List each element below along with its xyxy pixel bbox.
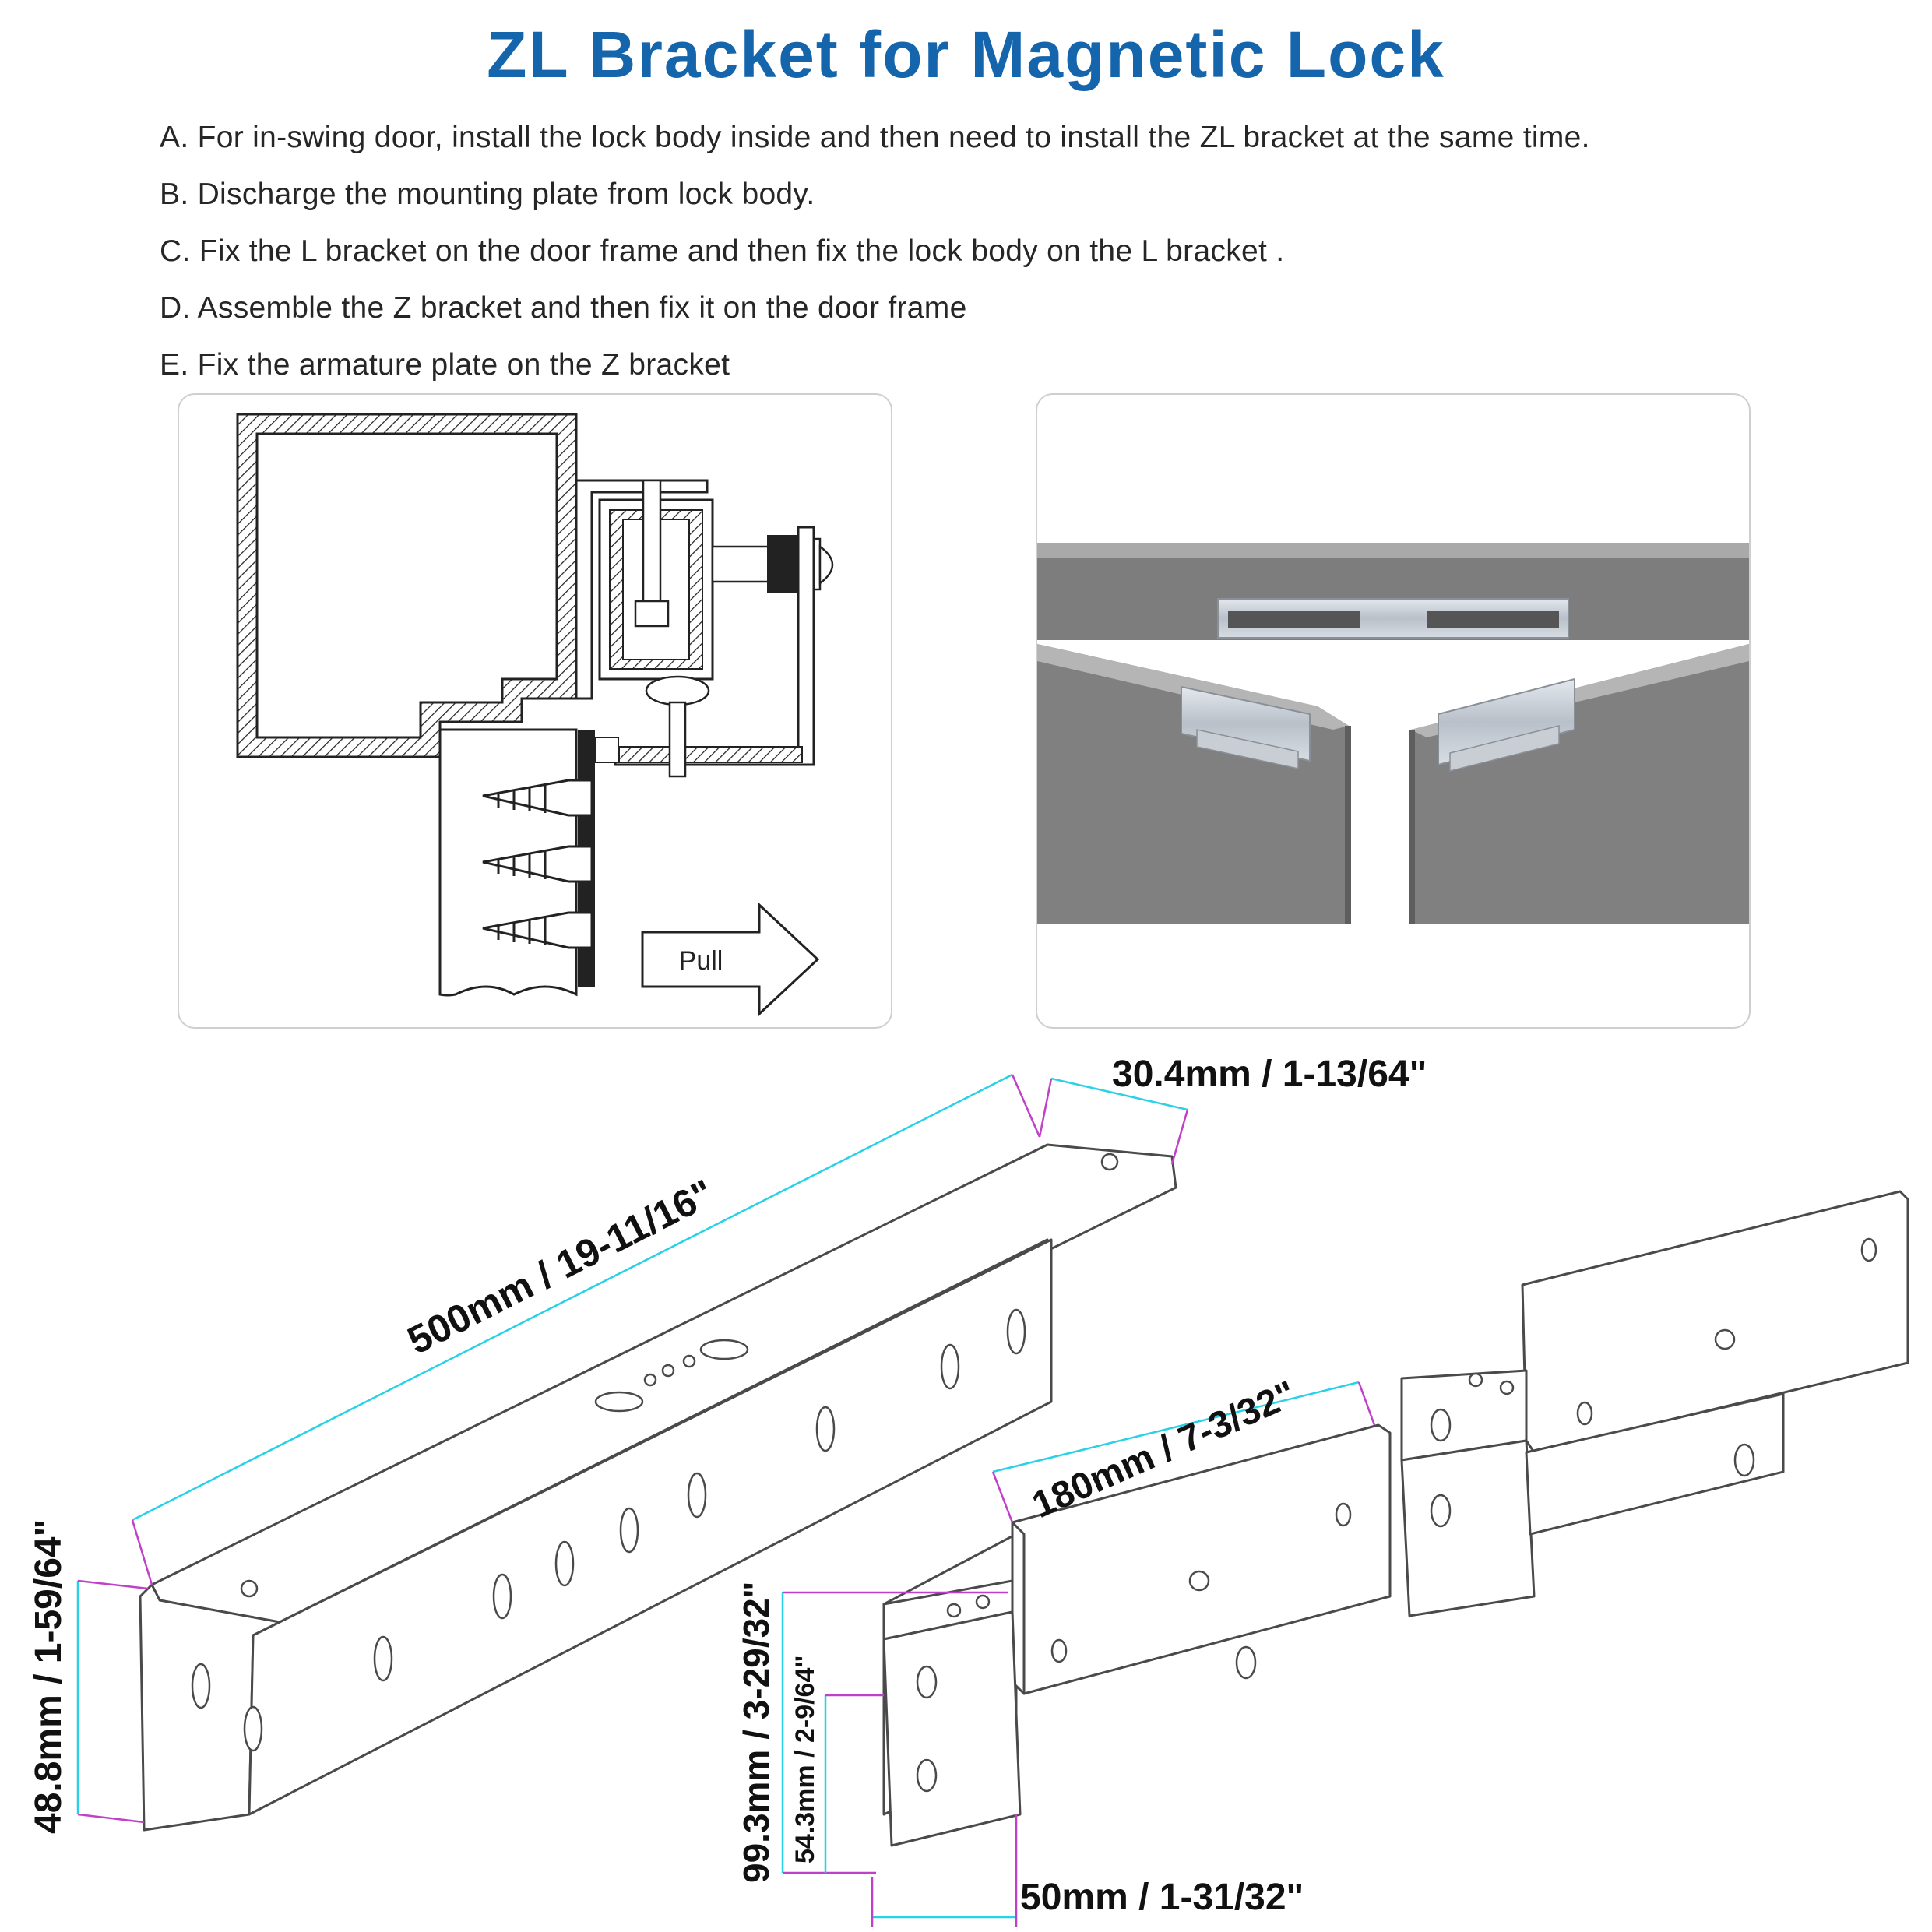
instruction-step-a: A. For in-swing door, install the lock b… xyxy=(160,121,1590,154)
installed-lock-illustration xyxy=(1037,543,1749,924)
mounting-bolt xyxy=(711,545,772,583)
rubber-washer xyxy=(767,535,798,593)
magnet-coil-left xyxy=(1228,611,1360,628)
l-bracket-section xyxy=(575,479,709,700)
cross-section-diagram: Pull xyxy=(236,413,834,1017)
lock-bolt-head xyxy=(634,600,670,628)
right-door-edge xyxy=(1409,730,1415,924)
z-bracket-inner-height-label: 54.3mm / 2-9/64" xyxy=(790,1655,820,1863)
pull-arrow-icon xyxy=(641,902,820,1017)
left-z-bracket xyxy=(1181,685,1311,762)
instruction-step-b: B. Discharge the mounting plate from loc… xyxy=(160,178,815,211)
left-door-edge xyxy=(1345,726,1351,924)
z-bracket-height-label: 99.3mm / 3-29/32" xyxy=(736,1582,776,1884)
lock-bolt xyxy=(642,479,662,614)
installation-photo-panel xyxy=(1036,393,1751,1029)
l-bracket-depth-label: 30.4mm / 1-13/64" xyxy=(1112,1054,1427,1095)
installation-diagram-panel: Pull xyxy=(178,393,892,1029)
right-armature-plate xyxy=(1449,725,1560,772)
left-armature-plate xyxy=(1196,729,1299,769)
magnet-coil-right xyxy=(1427,611,1559,628)
header-beam-edge xyxy=(1037,543,1749,558)
armature-screw xyxy=(668,701,687,778)
pull-label: Pull xyxy=(679,946,723,976)
z-bracket-back-drawing xyxy=(1400,1190,1909,1617)
bolt-cap xyxy=(818,544,834,586)
armature-plate xyxy=(618,746,803,763)
instruction-step-e: E. Fix the armature plate on the Z brack… xyxy=(160,348,730,382)
right-door xyxy=(1411,644,1749,924)
dimension-lines xyxy=(76,1073,1376,1927)
door-frame-section xyxy=(236,413,578,758)
page-title: ZL Bracket for Magnetic Lock xyxy=(487,18,1445,91)
wood-screws xyxy=(482,779,593,949)
dimension-drawing: 500mm / 19-11/16" 30.4mm / 1-13/64" 48.8… xyxy=(28,1054,1909,1927)
instruction-step-d: D. Assemble the Z bracket and then fix i… xyxy=(160,291,967,325)
instruction-step-c: C. Fix the L bracket on the door frame a… xyxy=(160,234,1285,268)
l-bracket-drawing xyxy=(139,1143,1177,1832)
instruction-list: A. For in-swing door, install the lock b… xyxy=(160,109,1590,393)
armature-screw-head xyxy=(645,675,710,706)
z-bracket-foot xyxy=(594,737,619,763)
l-bracket-height-label: 48.8mm / 1-59/64" xyxy=(28,1519,69,1834)
right-z-bracket xyxy=(1438,677,1575,766)
z-bracket-width-label: 50mm / 1-31/32" xyxy=(1020,1877,1304,1918)
z-bracket-drawing xyxy=(882,1423,1392,1847)
